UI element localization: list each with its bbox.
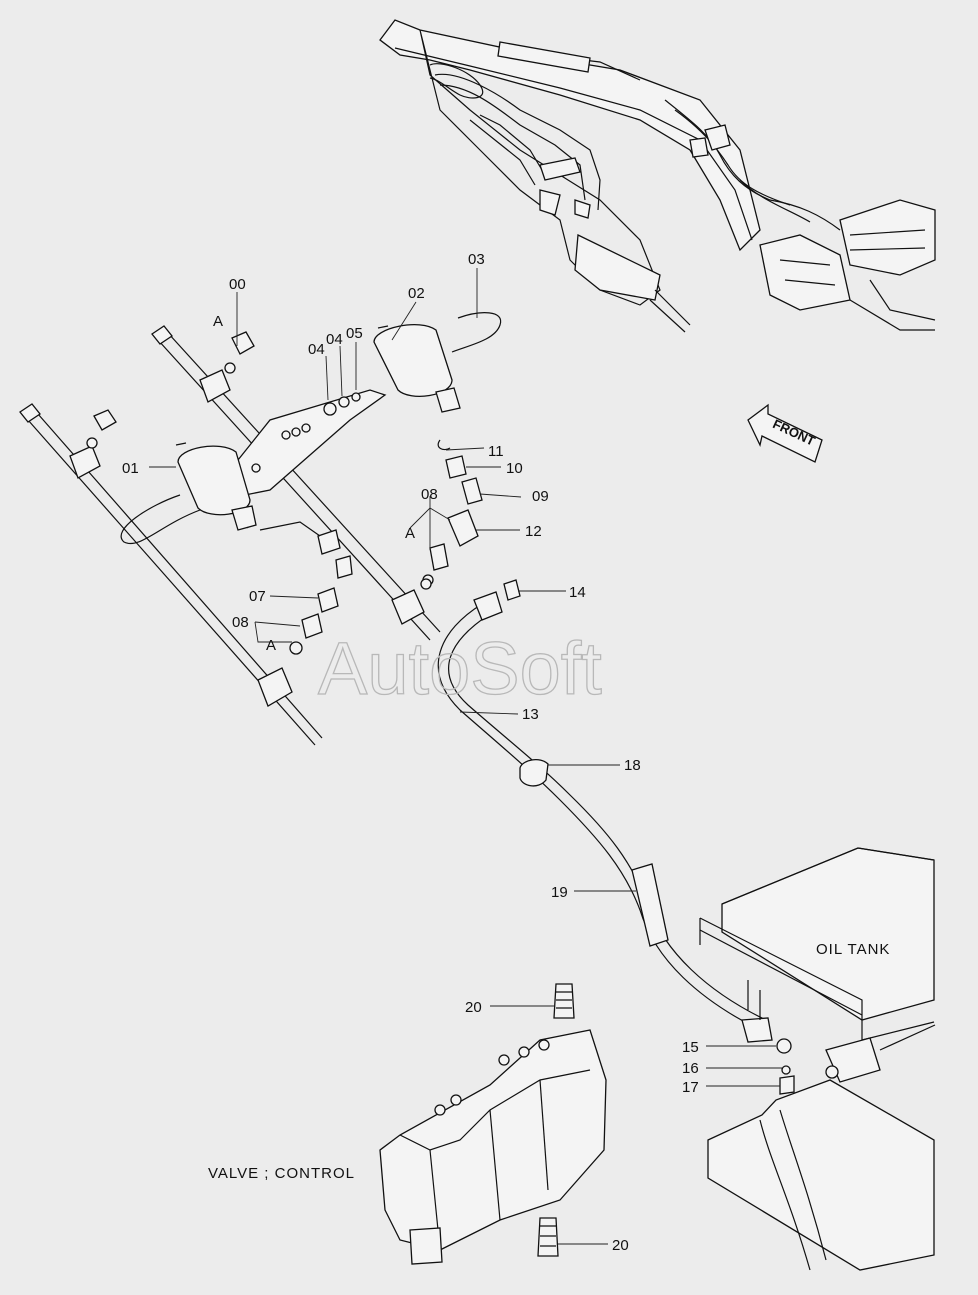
callout-03: 03 (468, 251, 485, 268)
control-valve-label: VALVE ; CONTROL (208, 1165, 355, 1182)
callout-05: 05 (346, 325, 363, 342)
callout-08a: 08 (232, 614, 249, 631)
boom-pipes-illustration (19, 312, 521, 746)
callout-11: 11 (488, 443, 504, 460)
callout-19: 19 (551, 884, 568, 901)
boom-assembly-illustration (379, 19, 936, 333)
callout-12: 12 (525, 523, 542, 540)
detail-marker-a: A (405, 525, 415, 542)
callout-04b: 04 (326, 331, 343, 348)
callout-08b: 08 (421, 486, 438, 503)
control-valve-illustration (379, 983, 607, 1265)
callout-17: 17 (682, 1079, 699, 1096)
callout-04a: 04 (308, 341, 325, 358)
callout-18: 18 (624, 757, 641, 774)
callout-01: 01 (122, 460, 139, 477)
callout-02: 02 (408, 285, 425, 302)
detail-markers: A A A (213, 313, 415, 654)
callout-15: 15 (682, 1039, 699, 1056)
detail-marker-a: A (213, 313, 223, 330)
callout-14: 14 (569, 584, 586, 601)
callout-16: 16 (682, 1060, 699, 1077)
callout-10: 10 (506, 460, 523, 477)
oil-tank-illustration (699, 847, 936, 1271)
leader-lines (149, 268, 782, 1245)
callout-20a: 20 (465, 999, 482, 1016)
callout-09: 09 (532, 488, 549, 505)
oil-tank-label: OIL TANK (816, 941, 890, 958)
callout-20b: 20 (612, 1237, 629, 1254)
callout-labels: 00 01 02 03 04 04 05 07 08 08 09 10 11 1… (122, 251, 699, 1254)
callout-13: 13 (522, 706, 539, 723)
hose-illustration (437, 591, 795, 1095)
front-direction-arrow: FRONT (747, 403, 823, 463)
detail-marker-a: A (266, 637, 276, 654)
callout-07: 07 (249, 588, 266, 605)
callout-00: 00 (229, 276, 246, 293)
watermark: AutoSoft (318, 627, 602, 710)
